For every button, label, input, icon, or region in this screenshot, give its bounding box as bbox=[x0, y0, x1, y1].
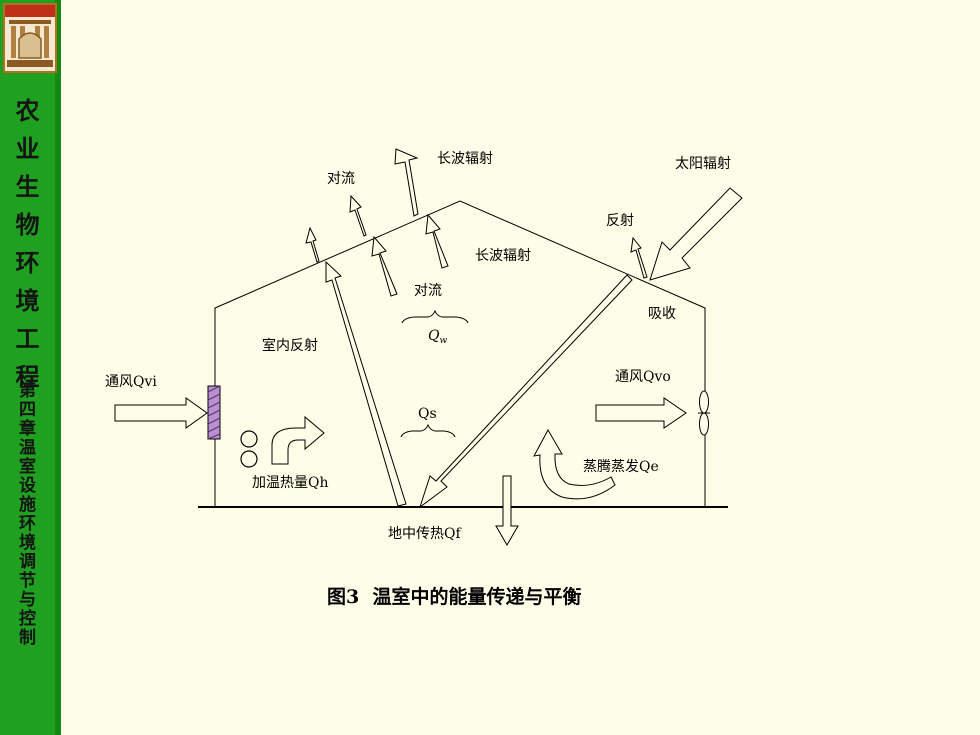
sidebar-shade bbox=[55, 0, 61, 735]
indoor-reflection-arrow bbox=[325, 260, 407, 507]
vent-in-label: 通风Qvi bbox=[105, 374, 157, 390]
vent-out-label: 通风Qvo bbox=[615, 369, 671, 385]
ground-heat-label: 地中传热Qf bbox=[388, 526, 462, 542]
qw-label: Qw bbox=[428, 328, 447, 346]
course-title: 农业生物环境工程 bbox=[15, 96, 40, 391]
heater-icon bbox=[240, 430, 258, 468]
solar-arrow bbox=[649, 187, 743, 281]
convection-inner-arrow-1 bbox=[371, 235, 398, 297]
heating-label: 加温热量Qh bbox=[252, 475, 329, 491]
heating-arrow bbox=[271, 415, 325, 465]
ground-heat-arrow bbox=[495, 475, 519, 546]
evaporation-arrow bbox=[533, 428, 616, 500]
qw-brace bbox=[401, 309, 469, 324]
indoor-reflection-label: 室内反射 bbox=[262, 337, 318, 354]
reflection-arrow bbox=[630, 236, 648, 279]
arrows bbox=[114, 148, 743, 546]
greenhouse-outline bbox=[214, 200, 706, 506]
vent-out-arrow bbox=[595, 397, 687, 429]
convection-inner-arrow-2 bbox=[425, 213, 449, 269]
vent-window bbox=[207, 385, 221, 440]
chapter-title: 第四章温室设施环境调节与控制 bbox=[19, 381, 36, 648]
sidebar: 农业生物环境工程 第四章温室设施环境调节与控制 bbox=[0, 0, 61, 735]
reflection-label: 反射 bbox=[606, 213, 634, 229]
figure-caption: 图3 温室中的能量传递与平衡 bbox=[327, 585, 581, 608]
convection-inner-label: 对流 bbox=[414, 283, 442, 299]
school-logo-icon bbox=[3, 3, 57, 73]
solar-to-ground-arrow bbox=[419, 274, 633, 509]
evaporation-label: 蒸腾蒸发Qe bbox=[583, 458, 659, 475]
longwave-top-arrow bbox=[394, 148, 419, 217]
absorption-label: 吸收 bbox=[648, 306, 676, 322]
fan-icon bbox=[698, 390, 710, 436]
solar-label: 太阳辐射 bbox=[675, 156, 731, 172]
longwave-top-label: 长波辐射 bbox=[437, 151, 493, 167]
convection-top-label: 对流 bbox=[327, 171, 355, 187]
convection-arrow-2 bbox=[305, 226, 320, 263]
convection-arrow-1 bbox=[349, 194, 367, 237]
qs-label: Qs bbox=[418, 406, 437, 422]
longwave-inner-label: 长波辐射 bbox=[475, 248, 531, 264]
vent-in-arrow bbox=[114, 397, 208, 429]
qs-brace bbox=[400, 423, 456, 438]
